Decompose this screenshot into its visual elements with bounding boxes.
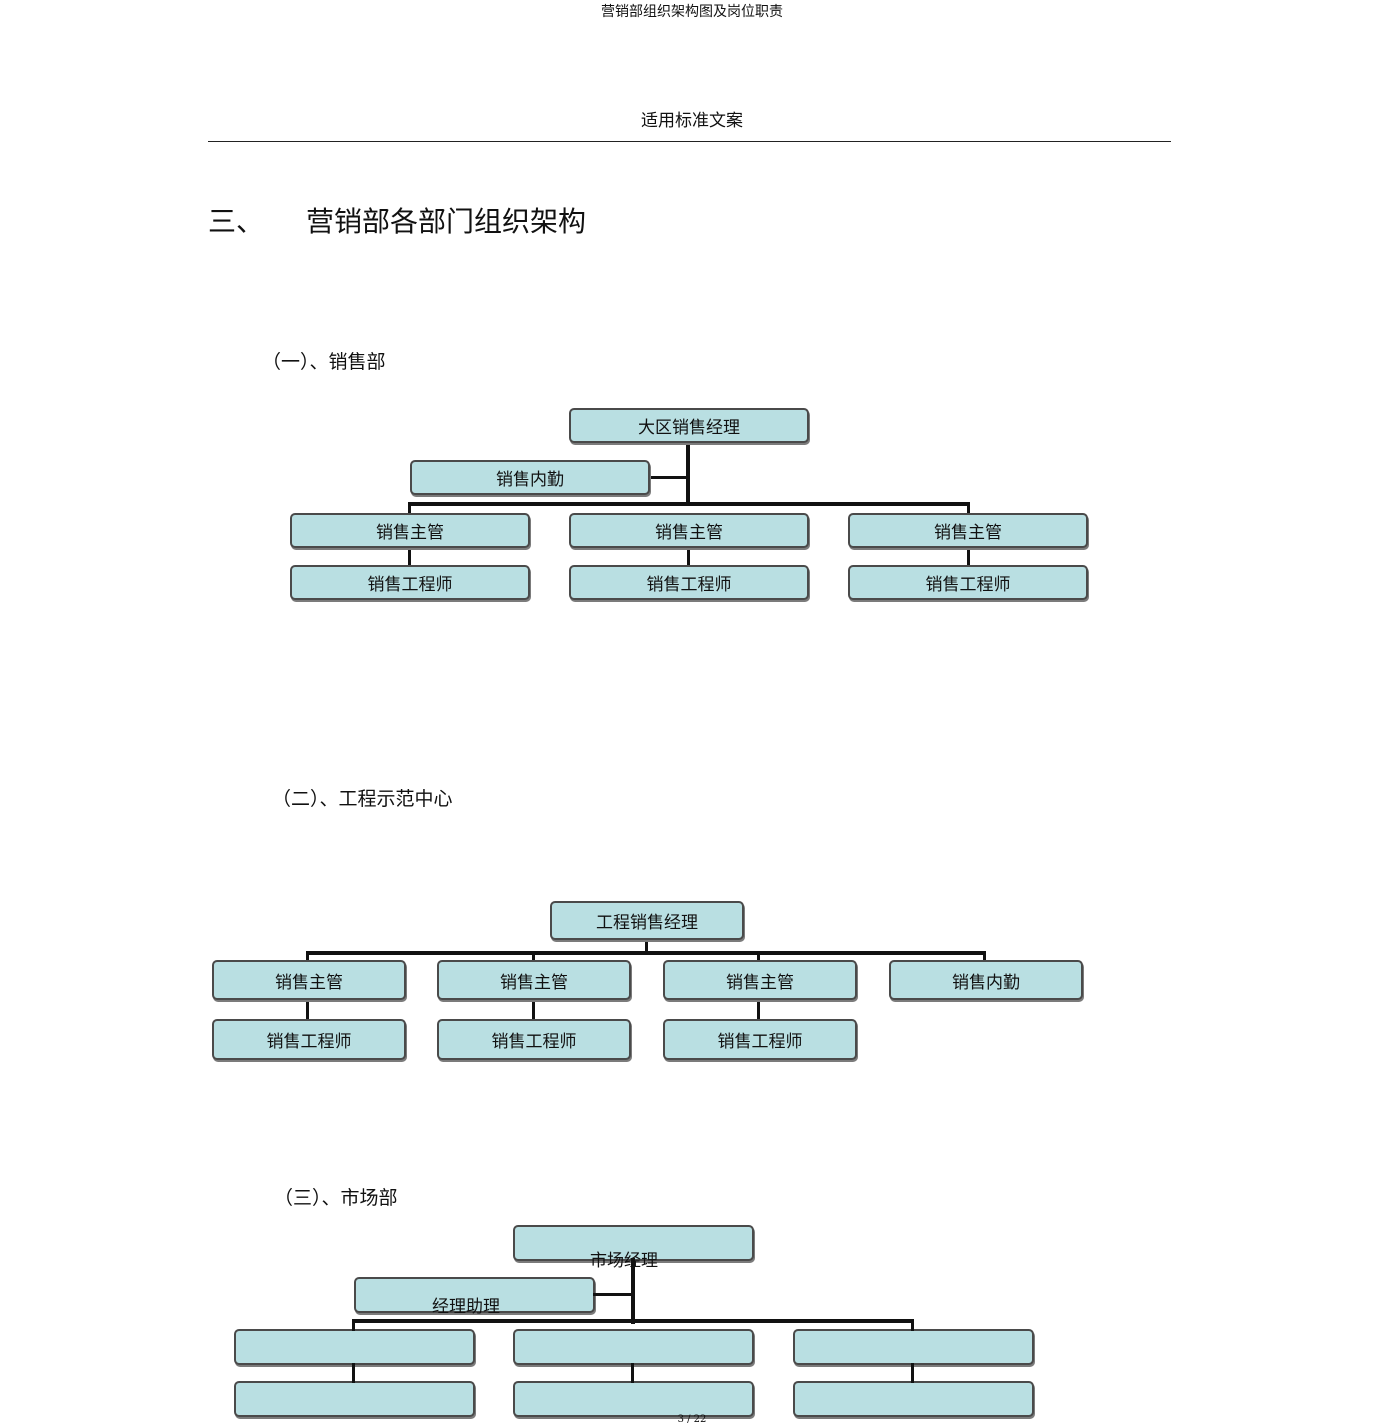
connector-line <box>352 1319 355 1331</box>
connector-line <box>631 1363 634 1383</box>
org-box-empty <box>793 1329 1034 1365</box>
org-box-sales-engineer: 销售工程师 <box>437 1019 631 1060</box>
org-box-sales-supervisor: 销售主管 <box>848 513 1088 548</box>
section-title: 营销部各部门组织架构 <box>306 205 587 238</box>
header-title: 适用标准文案 <box>641 111 743 131</box>
org-box-empty <box>513 1329 754 1365</box>
org-box-sales-assistant: 销售内勤 <box>889 960 1083 1000</box>
connector-line <box>911 1319 914 1331</box>
org-label-manager-assistant: 经理助理 <box>432 1297 500 1317</box>
org-box-sales-engineer: 销售工程师 <box>663 1019 857 1060</box>
org-box-sales-supervisor: 销售主管 <box>212 960 406 1000</box>
org-box-sales-supervisor: 销售主管 <box>437 960 631 1000</box>
engineering-center-heading: （二）、工程示范中心 <box>272 788 453 810</box>
org-label-marketing-manager: 市场经理 <box>590 1251 658 1271</box>
org-box-empty <box>234 1329 475 1365</box>
org-box-sales-supervisor: 销售主管 <box>663 960 857 1000</box>
connector-line <box>911 1363 914 1383</box>
connector-line <box>983 951 986 962</box>
connector-line <box>967 502 970 514</box>
org-box-engineering-sales-manager: 工程销售经理 <box>550 901 744 940</box>
org-box-marketing-manager-frame <box>513 1225 754 1261</box>
sales-dept-heading: （一）、销售部 <box>262 351 386 373</box>
org-box-sales-engineer: 销售工程师 <box>212 1019 406 1060</box>
org-box-sales-engineer: 销售工程师 <box>848 565 1088 600</box>
connector-line <box>352 1363 355 1383</box>
org-box-regional-sales-manager: 大区销售经理 <box>569 408 809 443</box>
org-box-sales-assistant: 销售内勤 <box>410 460 650 495</box>
connector-line <box>687 546 690 566</box>
connector-line <box>408 502 411 514</box>
connector-line <box>408 546 411 566</box>
org-box-empty <box>793 1381 1034 1417</box>
org-box-sales-supervisor: 销售主管 <box>290 513 530 548</box>
connector-line <box>532 951 535 962</box>
marketing-dept-heading: （三）、市场部 <box>274 1187 398 1209</box>
connector-line <box>593 1293 633 1296</box>
connector-line <box>532 998 535 1020</box>
connector-line <box>757 951 760 962</box>
org-box-sales-supervisor: 销售主管 <box>569 513 809 548</box>
connector-line <box>352 1319 914 1323</box>
connector-line <box>306 951 309 962</box>
connector-line <box>757 998 760 1020</box>
document-top-title: 营销部组织架构图及岗位职责 <box>601 4 783 20</box>
org-box-empty <box>513 1381 754 1417</box>
connector-line <box>967 546 970 566</box>
connector-line <box>686 442 690 506</box>
page-number: 3 / 22 <box>677 1414 707 1425</box>
header-rule <box>208 141 1171 142</box>
org-box-sales-engineer: 销售工程师 <box>569 565 809 600</box>
connector-line <box>306 998 309 1020</box>
org-box-empty <box>234 1381 475 1417</box>
connector-line <box>648 476 688 479</box>
org-box-sales-engineer: 销售工程师 <box>290 565 530 600</box>
connector-line <box>631 1258 635 1324</box>
connector-line <box>408 502 970 506</box>
connector-line <box>645 939 648 955</box>
connector-line <box>306 951 986 955</box>
section-number: 三、 <box>208 205 265 238</box>
